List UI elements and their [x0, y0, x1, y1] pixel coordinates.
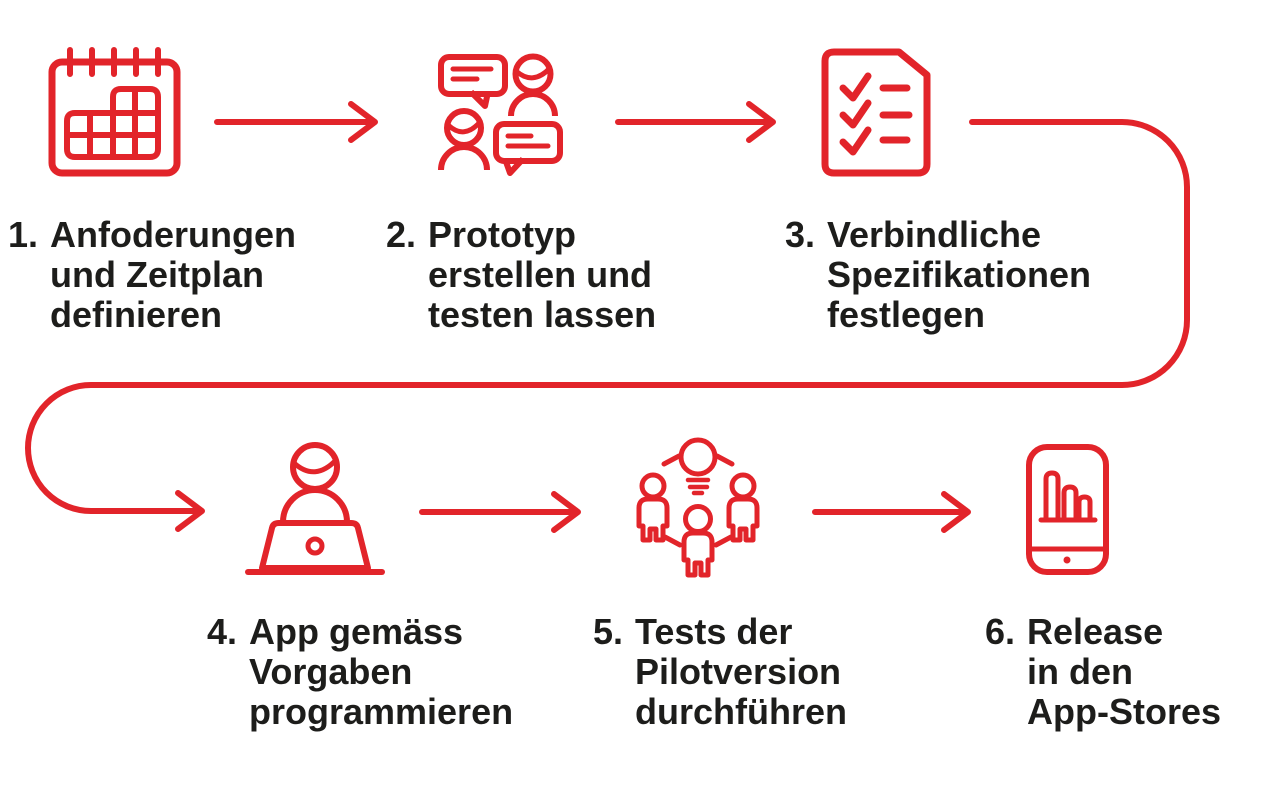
step-6-line-2: in den [1027, 651, 1133, 692]
loop-connector-step3-to-step4 [25, 119, 1190, 532]
calendar-icon [48, 47, 181, 177]
arrow-step5-to-step6 [812, 491, 971, 533]
step-2-label: 2. Prototyp erstellen und testen lassen [386, 215, 656, 335]
step-2-number: 2. [386, 214, 417, 255]
step-4-label: 4. App gemäss Vorgaben programmieren [207, 612, 513, 732]
step-5-label: 5. Tests der Pilotversion durchführen [593, 612, 847, 732]
step-1-number: 1. [8, 214, 39, 255]
step-5-number: 5. [593, 611, 624, 652]
step-6-line-3: App-Stores [1027, 691, 1222, 732]
arrow-step1-to-step2 [214, 101, 378, 143]
team-idea-icon [636, 437, 760, 578]
step-3-label: 3. Verbindliche Spezifikationen festlege… [785, 215, 1091, 335]
discussion-icon [438, 53, 563, 176]
step-5-line-2: Pilotversion [635, 651, 842, 692]
step-3-line-3: festlegen [827, 294, 986, 335]
step-5-line-3: durchführen [635, 691, 847, 732]
step-3-line-1: Verbindliche [827, 214, 1042, 255]
arrow-step2-to-step3 [615, 101, 776, 143]
checklist-document-icon [821, 48, 931, 177]
developer-laptop-icon [245, 442, 385, 575]
step-3-number: 3. [785, 214, 816, 255]
step-2-line-1: Prototyp [428, 214, 576, 255]
step-1-line-2: und Zeitplan [50, 254, 264, 295]
step-2-line-3: testen lassen [428, 294, 657, 335]
step-2-line-2: erstellen und [428, 254, 653, 295]
step-6-line-1: Release [1027, 611, 1164, 652]
step-4-line-3: programmieren [249, 691, 514, 732]
step-4-number: 4. [207, 611, 238, 652]
step-1-label: 1. Anfoderungen und Zeitplan definieren [8, 215, 296, 335]
smartphone-stats-icon [1026, 444, 1109, 575]
step-4-line-2: Vorgaben [249, 651, 413, 692]
step-1-line-3: definieren [50, 294, 223, 335]
step-6-label: 6. Release in den App-Stores [985, 612, 1221, 732]
arrow-step4-to-step5 [419, 491, 581, 533]
step-5-line-1: Tests der [635, 611, 793, 652]
step-3-line-2: Spezifikationen [827, 254, 1092, 295]
step-1-line-1: Anfoderungen [50, 214, 296, 255]
step-4-line-1: App gemäss [249, 611, 464, 652]
step-6-number: 6. [985, 611, 1016, 652]
